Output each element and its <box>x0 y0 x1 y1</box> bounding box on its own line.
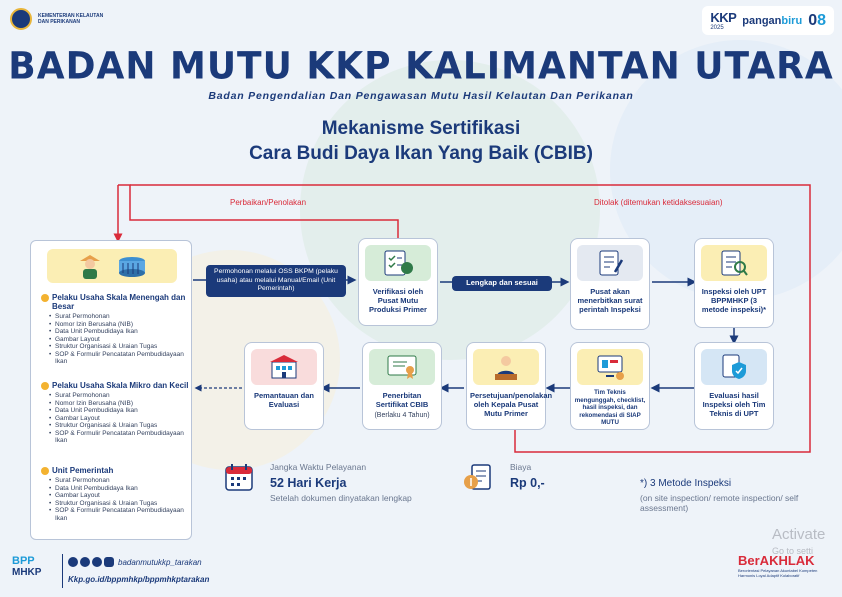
whatsapp-icon <box>68 557 78 567</box>
official-person-icon <box>473 349 539 385</box>
instagram-icon <box>104 557 114 567</box>
farmer-icon <box>80 255 100 279</box>
applicant-requirements-panel: Pelaku Usaha Skala Menengah dan Besar Su… <box>30 240 192 540</box>
applicant-icons <box>47 249 177 283</box>
bullet-icon <box>41 294 49 302</box>
cost-value: Rp 0,- <box>510 476 545 490</box>
requirement-item: Surat Permohonan <box>49 313 191 321</box>
requirement-item: Gambar Layout <box>49 415 191 423</box>
step-evaluation: Evaluasi hasil Inspeksi oleh Tim Teknis … <box>694 342 774 430</box>
settings-watermark: Go to setti <box>772 546 814 556</box>
cost-document-icon <box>462 462 494 497</box>
applicant-section-medium-large: Pelaku Usaha Skala Menengah dan Besar Su… <box>41 293 191 366</box>
duration-value: 52 Hari Kerja <box>270 476 347 490</box>
mechanism-title-line1: Mekanisme Sertifikasi <box>321 118 521 139</box>
ministry-seal-icon <box>10 8 32 30</box>
logo-08: 08 <box>808 11 826 29</box>
requirement-item: SOP & Formulir Pencatatan Pembudidayaan … <box>49 430 191 445</box>
page-title: BADAN MUTU KKP KALIMANTAN UTARA <box>8 44 834 89</box>
berakhlak-logo: BerAKHLAK <box>738 553 815 568</box>
requirement-item: Struktur Organisasi & Uraian Tugas <box>49 343 191 351</box>
calendar-icon <box>224 462 254 497</box>
website-link[interactable]: Kkp.go.id/bppmhkp/bppmhkptarakan <box>68 575 210 584</box>
requirement-item: SOP & Formulir Pencatatan Pembudidayaan … <box>49 507 191 522</box>
requirement-item: Data Unit Pembudidaya Ikan <box>49 485 191 493</box>
youtube-icon <box>92 557 102 567</box>
duration-note: Setelah dokumen dinyatakan lengkap <box>270 493 412 503</box>
applicant-section-micro-small: Pelaku Usaha Skala Mikro dan Kecil Surat… <box>41 381 191 445</box>
application-note: Permohonan melalui OSS BKPM (pelaku usah… <box>206 265 346 297</box>
bullet-icon <box>41 382 49 390</box>
shield-check-icon <box>701 349 767 385</box>
requirement-item: Struktur Organisasi & Uraian Tugas <box>49 500 191 508</box>
requirement-item: SOP & Formulir Pencatatan Pembudidayaan … <box>49 351 191 366</box>
bullet-icon <box>41 467 49 475</box>
ministry-name: KEMENTERIAN KELAUTAN DAN PERIKANAN <box>38 13 104 25</box>
mechanism-title-line2: Cara Budi Daya Ikan Yang Baik (CBIB) <box>249 143 593 164</box>
berakhlak-tagline: Berorientasi Pelayanan Akuntabel Kompete… <box>738 568 818 578</box>
certificate-icon <box>369 349 435 385</box>
facebook-icon <box>80 557 90 567</box>
step-inspection: Inspeksi oleh UPT BPPMHKP (3 metode insp… <box>694 238 774 328</box>
activate-watermark: Activate <box>772 526 826 543</box>
requirement-item: Struktur Organisasi & Uraian Tugas <box>49 422 191 430</box>
complete-note: Lengkap dan sesuai <box>452 276 552 291</box>
methods-title: *) 3 Metode Inspeksi <box>640 478 732 489</box>
requirement-item: Gambar Layout <box>49 336 191 344</box>
checklist-icon <box>365 245 431 281</box>
step-tech-team: Tim Teknis mengunggah, checklist, hasil … <box>570 342 650 430</box>
duration-label: Jangka Waktu Pelayanan <box>270 462 367 472</box>
social-handle: badanmutukkp_tarakan <box>118 558 202 567</box>
applicant-section-government: Unit Pemerintah Surat Permohonan Data Un… <box>41 466 191 522</box>
document-pen-icon <box>577 245 643 281</box>
requirement-item: Nomor Izin Berusaha (NIB) <box>49 400 191 408</box>
revision-label: Perbaikan/Penolakan <box>230 198 307 207</box>
building-icon <box>251 349 317 385</box>
requirement-item: Data Unit Pembudidaya Ikan <box>49 407 191 415</box>
ministry-logo: KEMENTERIAN KELAUTAN DAN PERIKANAN <box>10 8 108 30</box>
methods-detail: (on site inspection/ remote inspection/ … <box>640 493 799 513</box>
page-subtitle: Badan Pengendalian Dan Pengawasan Mutu H… <box>208 90 634 102</box>
social-icons <box>68 557 114 567</box>
cost-label: Biaya <box>510 462 532 472</box>
requirement-item: Nomor Izin Berusaha (NIB) <box>49 321 191 329</box>
requirement-item: Data Unit Pembudidaya Ikan <box>49 328 191 336</box>
step-approval: Persetujuan/penolakan oleh Kepala Pusat … <box>466 342 552 430</box>
requirement-item: Surat Permohonan <box>49 477 191 485</box>
requirement-item: Surat Permohonan <box>49 392 191 400</box>
step-monitoring: Pemantauan dan Evaluasi <box>244 342 324 430</box>
footer-divider <box>62 554 63 588</box>
rejected-label: Ditolak (ditemukan ketidaksesuaian) <box>594 198 723 207</box>
requirement-item: Gambar Layout <box>49 492 191 500</box>
fish-pond-icon <box>119 257 145 277</box>
inspection-magnifier-icon <box>701 245 767 281</box>
panganbiru-logo: panganbiru <box>742 14 803 27</box>
bppmhkp-logo: BPP MHKP <box>12 555 42 579</box>
step-inspection-order: Pusat akan menerbitkan surat perintah In… <box>570 238 650 330</box>
step-issuance: Penerbitan Sertifikat CBIB (Berlaku 4 Ta… <box>362 342 442 430</box>
step-verification: Verifikasi oleh Pusat Mutu Produksi Prim… <box>358 238 438 326</box>
background-shape <box>300 60 600 360</box>
monitor-team-icon <box>577 349 643 385</box>
